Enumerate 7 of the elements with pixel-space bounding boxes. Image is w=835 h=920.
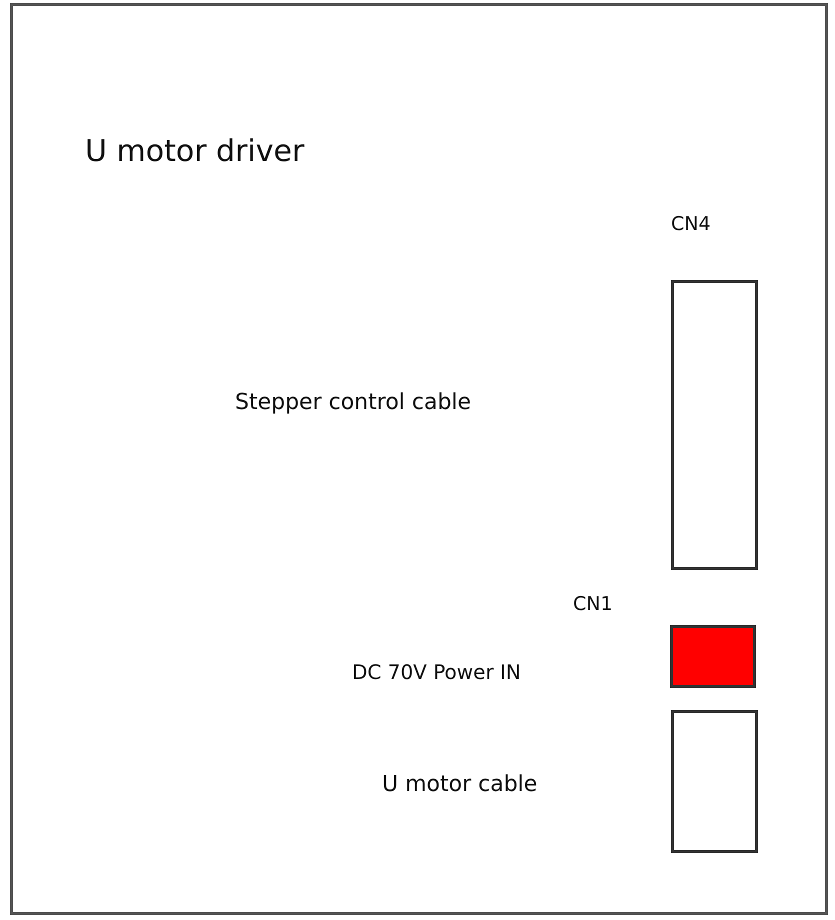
driver-board-outline [10, 3, 828, 915]
connector-label: CN4 [671, 213, 711, 235]
cable-description: DC 70V Power IN [352, 660, 521, 684]
cable-description: U motor cable [382, 772, 538, 797]
connector-label: CN1 [573, 593, 613, 615]
cable-description: Stepper control cable [235, 390, 472, 415]
board-title: U motor driver [85, 134, 304, 169]
